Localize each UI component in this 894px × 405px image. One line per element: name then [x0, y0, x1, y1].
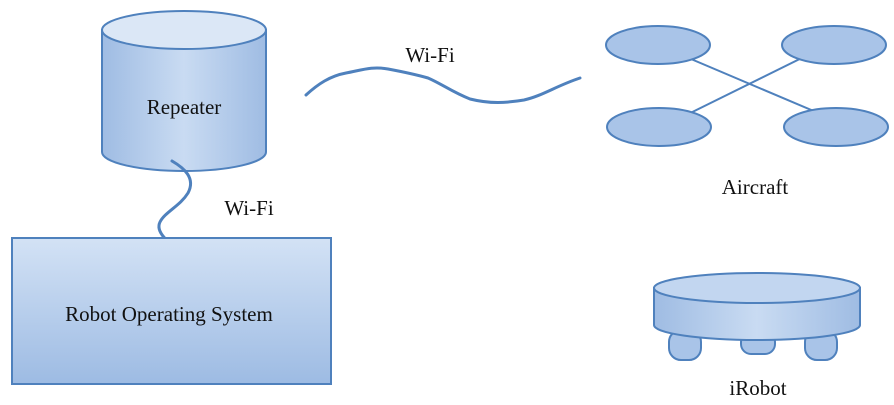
wifi-link-ros: Wi-Fi [157, 159, 274, 254]
aircraft-rotor-bottom-right [783, 107, 889, 147]
wifi-label-ros: Wi-Fi [224, 196, 273, 220]
wifi-link-aircraft: Wi-Fi [304, 43, 582, 104]
aircraft-rotor-top-left [605, 25, 711, 65]
aircraft-label: Aircraft [722, 175, 789, 199]
ros-node: Robot Operating System [11, 237, 332, 385]
irobot-label: iRobot [729, 376, 786, 400]
repeater-cylinder-top [101, 10, 267, 50]
aircraft-rotor-bottom-left [606, 107, 712, 147]
irobot-node: iRobot [653, 272, 861, 400]
wifi-wave-aircraft [304, 66, 582, 104]
aircraft-node: Aircraft [605, 25, 889, 199]
repeater-cylinder-body [101, 29, 267, 172]
aircraft-rotor-top-right [781, 25, 887, 65]
repeater-label: Repeater [147, 95, 222, 119]
ros-box [11, 237, 332, 385]
wifi-label-aircraft: Wi-Fi [405, 43, 454, 67]
repeater-node: Repeater [101, 10, 267, 172]
ros-label: Robot Operating System [65, 302, 273, 326]
irobot-top [653, 272, 861, 304]
